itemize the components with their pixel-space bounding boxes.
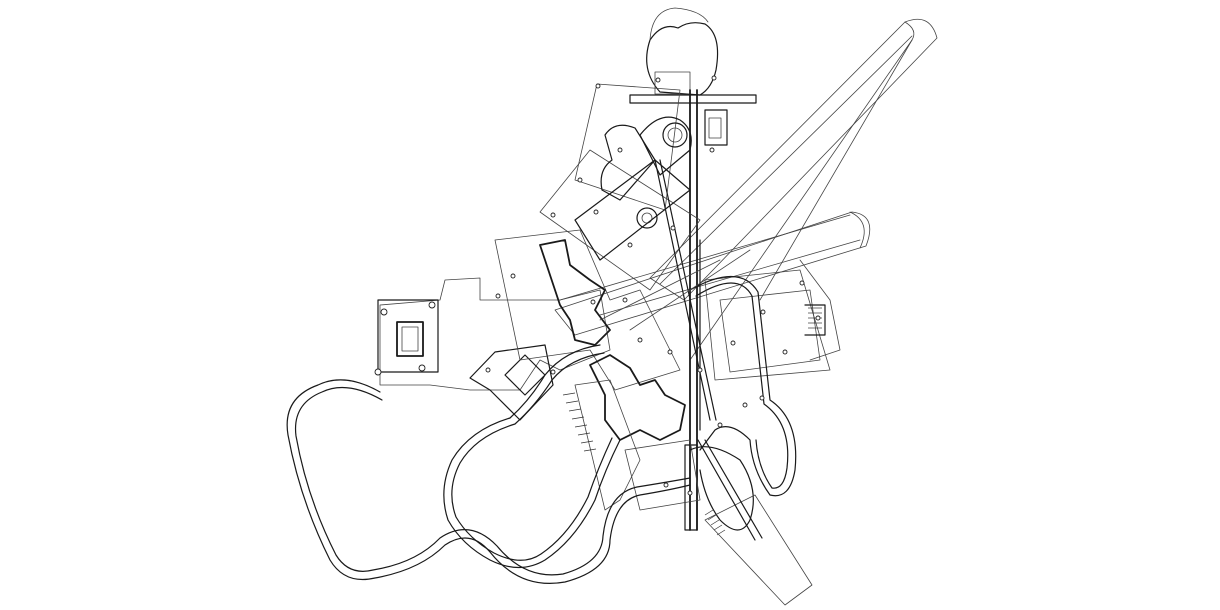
left-stair-hatch xyxy=(562,392,597,452)
winding-ribbon xyxy=(286,344,691,584)
bottom-diagonal-bar xyxy=(697,439,813,606)
column-pins xyxy=(374,75,821,496)
right-panel xyxy=(704,259,841,381)
bottom-stair-hatch xyxy=(704,509,726,536)
left-wing xyxy=(377,277,611,421)
upper-right-diagonal-arm xyxy=(649,18,938,361)
central-spine xyxy=(629,89,757,531)
looping-paths xyxy=(689,275,797,531)
middle-right-diagonal-arm xyxy=(554,211,871,336)
right-stair-hatch xyxy=(808,307,822,329)
middle-plate xyxy=(494,229,681,391)
connector-lines xyxy=(599,159,751,421)
lower-center-room xyxy=(574,354,701,511)
